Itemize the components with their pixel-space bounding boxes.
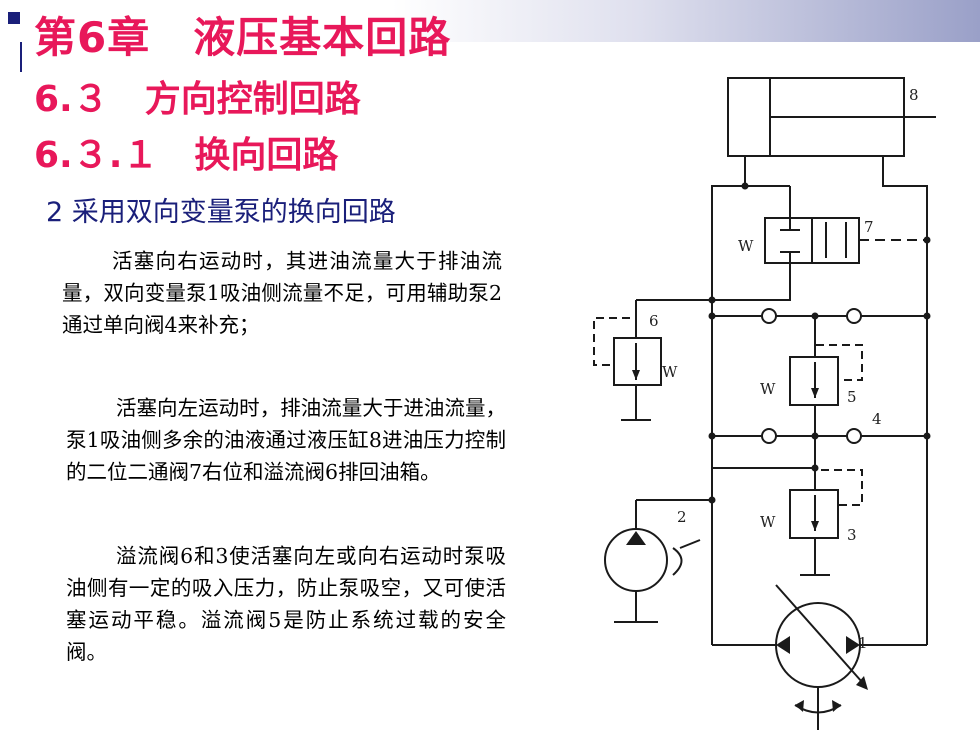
spring-symbol-3: W <box>760 513 776 531</box>
item-title: 2 采用双向变量泵的换向回路 <box>46 197 396 228</box>
label-1: 1 <box>858 634 868 652</box>
chapter-title: 第6章 液压基本回路 <box>34 13 452 62</box>
relief-valve-6 <box>593 299 712 421</box>
relief-valve-5 <box>789 316 863 436</box>
label-4: 4 <box>872 410 882 428</box>
spring-symbol-7: W <box>738 237 754 255</box>
title-bullet-square <box>8 12 20 24</box>
auxiliary-pump-2 <box>604 499 712 623</box>
spring-symbol-6: W <box>662 363 678 381</box>
label-6: 6 <box>649 312 659 330</box>
hydraulic-circuit-diagram: W W W W 8 7 6 5 4 2 3 1 <box>593 77 936 730</box>
spring-symbol-5: W <box>760 380 776 398</box>
cylinder-8 <box>727 77 936 157</box>
subsection-title: 6.３.１ 换向回路 <box>34 135 339 176</box>
label-3: 3 <box>847 526 857 544</box>
variable-pump-1 <box>711 584 928 730</box>
label-7: 7 <box>864 218 874 236</box>
paragraph-relief-valves: 溢流阀6和3使活塞向左或向右运动时泵吸油侧有一定的吸入压力，防止泵吸空，又可使活… <box>66 544 506 664</box>
paragraph-right-motion: 活塞向右运动时，其进油流量大于排油流量，双向变量泵1吸油侧流量不足，可用辅助泵2… <box>62 249 502 337</box>
paragraph-left-motion: 活塞向左运动时，排油流量大于进油流量，泵1吸油侧多余的油液通过液压缸8进油压力控… <box>66 396 506 484</box>
label-5: 5 <box>847 388 857 406</box>
valve-7 <box>764 217 927 264</box>
label-2: 2 <box>677 508 687 526</box>
relief-valve-3 <box>789 436 863 576</box>
title-rule <box>20 42 22 72</box>
label-8: 8 <box>909 86 919 104</box>
header-band <box>0 0 980 42</box>
section-title: 6.３ 方向控制回路 <box>34 79 361 120</box>
